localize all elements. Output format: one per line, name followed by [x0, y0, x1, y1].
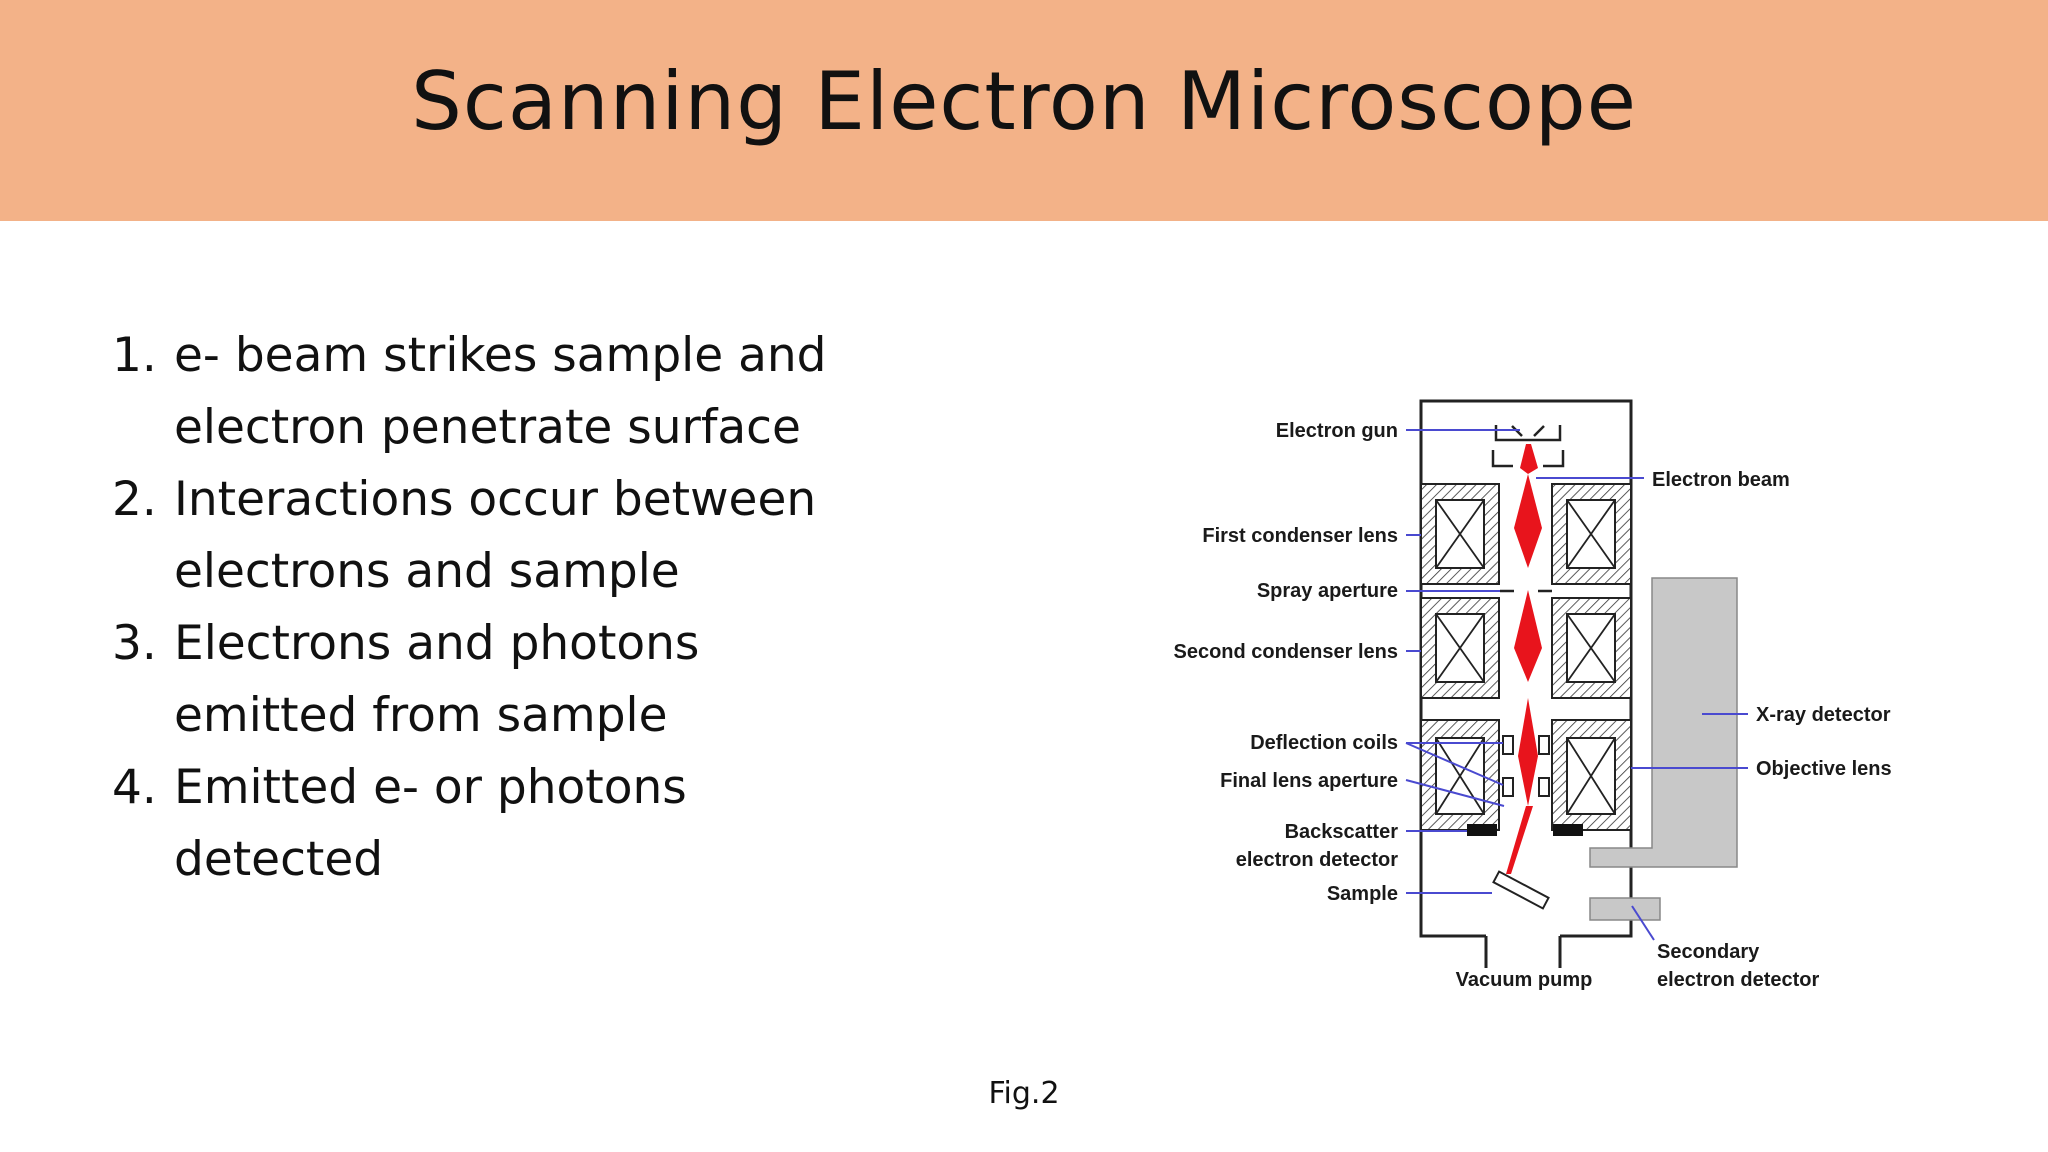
step-number: 2.: [112, 472, 157, 527]
step-text: Emitted e- or photons detected: [174, 760, 687, 887]
sample: [1492, 870, 1550, 910]
label-backscatter-line2: electron detector: [1236, 849, 1398, 871]
label-first-condenser-lens: First condenser lens: [1202, 525, 1398, 547]
column-outline: [1419, 399, 1633, 938]
label-secondary-line1: Secondary: [1657, 941, 1760, 963]
slide-title: Scanning Electron Microscope: [411, 55, 1637, 148]
objective-lens-block: [1420, 719, 1632, 831]
label-spray-aperture: Spray aperture: [1257, 580, 1398, 602]
step-item: 1. e- beam strikes sample and electron p…: [112, 320, 854, 464]
second-condenser-lens: [1420, 597, 1632, 699]
step-text: e- beam strikes sample and electron pene…: [174, 328, 827, 455]
label-xray-detector: X-ray detector: [1756, 704, 1891, 726]
figure-caption: Fig.2: [988, 1076, 1060, 1111]
label-objective-lens: Objective lens: [1756, 758, 1892, 780]
vacuum-pump-outlet: [1484, 936, 1562, 968]
label-electron-gun: Electron gun: [1276, 420, 1398, 442]
electron-gun: [1494, 425, 1562, 442]
step-text: Interactions occur between electrons and…: [174, 472, 817, 599]
label-second-condenser-lens: Second condenser lens: [1173, 641, 1398, 663]
leader-lines: [1405, 429, 1748, 941]
step-item: 4. Emitted e- or photons detected: [112, 752, 854, 896]
step-number: 3.: [112, 616, 157, 671]
wehnelt-cap: [1491, 450, 1565, 468]
step-item: 2. Interactions occur between electrons …: [112, 464, 854, 608]
label-sample: Sample: [1327, 883, 1398, 905]
steps-list: 1. e- beam strikes sample and electron p…: [112, 320, 854, 896]
label-vacuum-pump: Vacuum pump: [1456, 969, 1593, 991]
title-bar: Scanning Electron Microscope: [0, 0, 2048, 221]
label-deflection-coils: Deflection coils: [1250, 732, 1398, 754]
label-backscatter-line1: Backscatter: [1285, 821, 1399, 843]
step-number: 4.: [112, 760, 157, 815]
xray-detector: [1589, 577, 1738, 868]
label-secondary-line2: electron detector: [1657, 969, 1819, 991]
label-final-lens-aperture: Final lens aperture: [1220, 770, 1398, 792]
sem-diagram: Electron gun Electron beam First condens…: [1173, 399, 1892, 991]
label-electron-beam: Electron beam: [1652, 469, 1790, 491]
step-number: 1.: [112, 328, 157, 383]
deflection-coils: [1502, 735, 1550, 797]
electron-beam: [1506, 444, 1542, 874]
first-condenser-lens: [1420, 483, 1632, 585]
secondary-electron-detector: [1589, 897, 1661, 921]
step-item: 3. Electrons and photons emitted from sa…: [112, 608, 854, 752]
step-text: Electrons and photons emitted from sampl…: [174, 616, 700, 743]
backscatter-detector: [1467, 824, 1583, 836]
